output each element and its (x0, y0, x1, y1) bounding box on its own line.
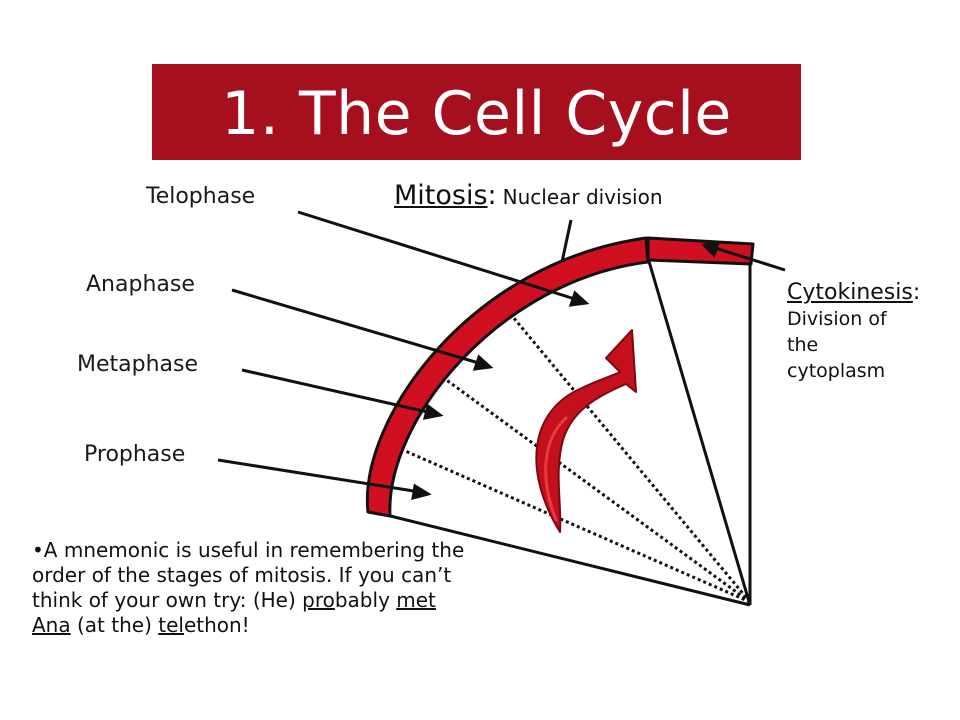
divider-line (501, 304, 752, 603)
note-underline-tel: tel (158, 613, 184, 637)
mnemonic-note: •A mnemonic is useful in remembering the… (32, 538, 472, 638)
arrowhead (411, 483, 432, 501)
mitosis-description: Nuclear division (502, 185, 663, 209)
cytokinesis-band (646, 236, 755, 266)
cytokinesis-line-3: cytoplasm (787, 360, 886, 382)
phase-divider-lines (402, 304, 752, 604)
cytokinesis-edge (646, 257, 752, 606)
telophase-label: Telophase (146, 184, 256, 209)
cytokinesis-line-2: the (787, 334, 819, 356)
slide-title: 1. The Cell Cycle (221, 79, 732, 149)
pointer-lines (217, 210, 786, 501)
title-banner: 1. The Cell Cycle (152, 64, 801, 160)
cytokinesis-pointer (711, 245, 786, 272)
note-text: A mnemonic is useful in remembering the … (32, 538, 465, 612)
cytokinesis-heading: Cytokinesis: (787, 280, 957, 306)
cycle-direction-arrow (535, 329, 637, 533)
cytokinesis-block: Cytokinesis: Division of the cytoplasm (787, 280, 957, 384)
cytokinesis-label: Cytokinesis (787, 280, 913, 305)
telophase-pointer (297, 210, 579, 302)
bullet: • (32, 538, 44, 562)
note-underline-met: met (396, 588, 436, 612)
note-text: (at the) (70, 613, 159, 637)
arrowhead (422, 403, 444, 420)
arrowhead (700, 241, 721, 258)
prophase-pointer (217, 458, 421, 494)
note-underline-pro: pro (302, 588, 335, 612)
metaphase-pointer (241, 368, 433, 415)
mitosis-pointer (560, 219, 573, 263)
cytokinesis-line-1: Division of (787, 308, 887, 330)
metaphase-label: Metaphase (77, 352, 199, 377)
sector-edges (369, 255, 752, 607)
note-text: ethon! (183, 613, 250, 637)
bottom-edge (369, 509, 751, 607)
prophase-label: Prophase (84, 442, 186, 467)
arrowhead (568, 290, 590, 307)
anaphase-label: Anaphase (86, 272, 195, 297)
note-text: bably (334, 588, 397, 612)
arrow-highlight (544, 416, 568, 522)
cytokinesis-colon: : (912, 280, 921, 305)
arrowhead (472, 354, 494, 371)
mitosis-colon: : (487, 180, 497, 211)
mitosis-heading: Mitosis:Nuclear division (394, 180, 663, 211)
anaphase-pointer (231, 288, 483, 366)
mitosis-label: Mitosis (394, 180, 488, 211)
note-underline-ana: Ana (32, 613, 71, 637)
divider-line (440, 374, 751, 604)
